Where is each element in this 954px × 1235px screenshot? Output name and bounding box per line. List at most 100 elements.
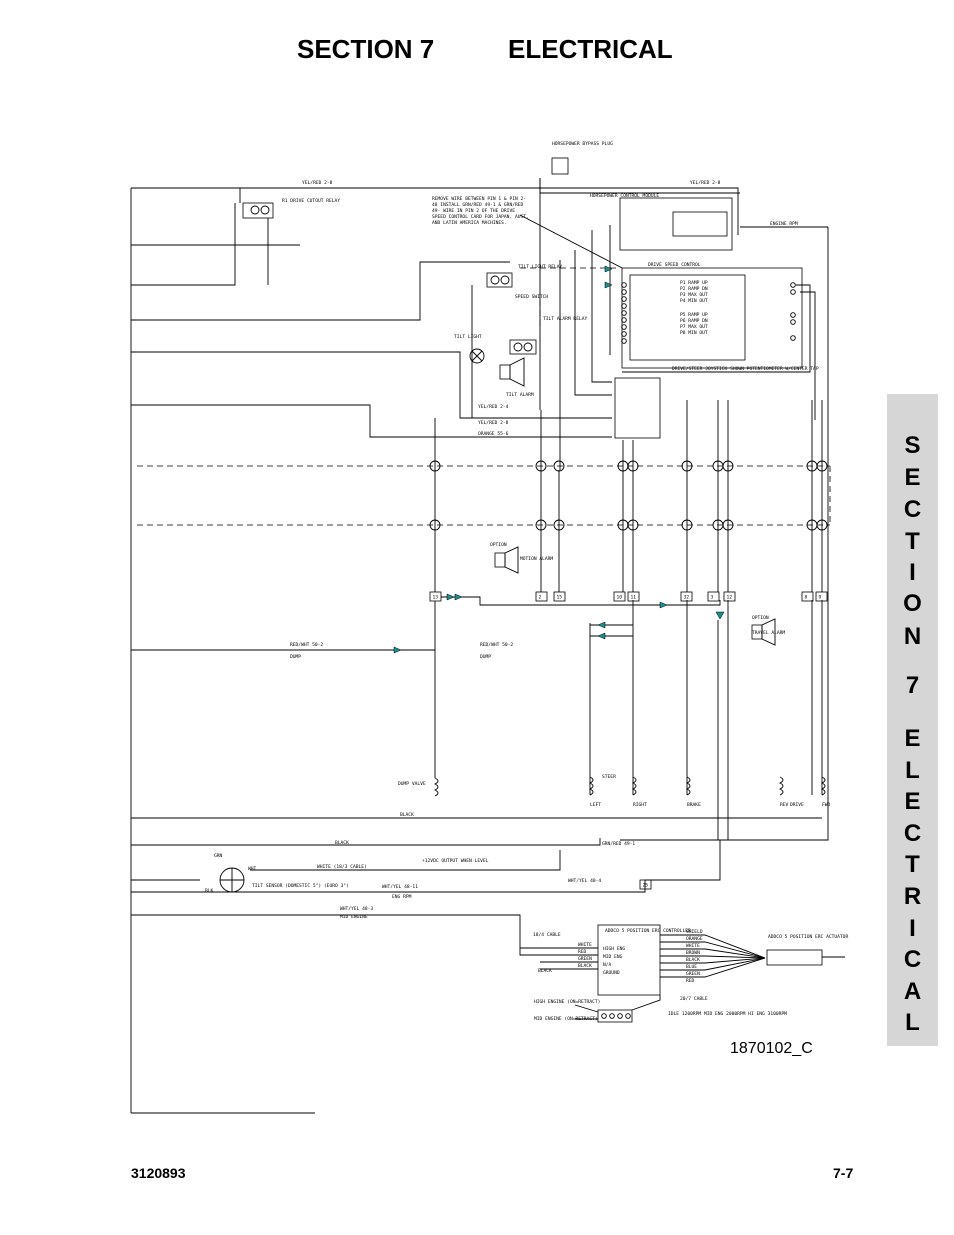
- connector-box: [801, 591, 814, 602]
- diode-6: [597, 632, 606, 640]
- connector-label: 12: [727, 595, 733, 601]
- travel-alarm: OPTION TRAVEL ALARM: [751, 615, 785, 646]
- section-title: ELECTRICAL: [508, 34, 673, 64]
- high-engine-label: HIGH ENGINE (ON=RETRACT): [534, 999, 600, 1005]
- wire-high-engine-sw: [574, 1004, 599, 1013]
- side-tab-letter: I: [909, 559, 916, 586]
- wire-592: [591, 230, 612, 383]
- svg-text:LEFT: LEFT: [590, 802, 601, 808]
- svg-text:WHITE: WHITE: [686, 943, 700, 949]
- wire-left-2: [131, 261, 510, 321]
- diode-1: [446, 593, 455, 601]
- wire-sw-ctrl: [631, 995, 661, 1011]
- svg-text:BLACK: BLACK: [686, 957, 700, 963]
- cable-184-label: 18/4 CABLE: [533, 932, 561, 938]
- svg-text:OPTION: OPTION: [490, 542, 507, 548]
- side-tab-letter: C: [903, 820, 922, 847]
- white-cable-label: WHITE (18/3 CABLE): [317, 864, 367, 870]
- connector-box: [627, 591, 640, 602]
- note-leader: [519, 214, 627, 271]
- side-tab-letter: 7: [905, 672, 920, 699]
- svg-text:R1 DRIVE CUTOUT RELAY: R1 DRIVE CUTOUT RELAY: [282, 198, 340, 204]
- wire-engine-rpm-down: [620, 227, 829, 841]
- connector-label: 15: [557, 595, 563, 601]
- motion-alarm: OPTION MOTION ALARM: [490, 542, 553, 574]
- note-line-3: 49- WIRE IN PIN 2 OF THE DRIVE: [432, 208, 515, 214]
- note-line-2: 48 INSTALL GRN/RED 49-1 & GRN/RED: [432, 202, 524, 208]
- svg-text:TILT ALARM RELAY: TILT ALARM RELAY: [543, 316, 587, 322]
- yel-red-24-label: YEL/RED 2-4: [478, 404, 509, 410]
- connector-label: 9: [819, 595, 822, 601]
- diode-4: [715, 611, 725, 620]
- connector-label: 32: [684, 595, 690, 601]
- orange-556-label: ORANGE 55-6: [478, 431, 509, 437]
- side-tab-letter: R: [903, 883, 922, 910]
- feedback-box: [672, 211, 728, 237]
- connector-box: [429, 591, 442, 602]
- svg-text:P3 MAX OUT: P3 MAX OUT: [680, 292, 708, 298]
- svg-text:TRAVEL ALARM: TRAVEL ALARM: [752, 630, 785, 636]
- connector-label: 11: [631, 595, 637, 601]
- svg-text:DRIVE: DRIVE: [790, 802, 804, 808]
- dump-label-2: DUMP: [480, 654, 491, 660]
- rpm-table: IDLE 1200RPM MID ENG 2000RPM HI ENG 3100…: [668, 1011, 787, 1017]
- svg-text:P1 RAMP UP: P1 RAMP UP: [680, 280, 708, 286]
- svg-text:BLK: BLK: [205, 888, 214, 894]
- connector-label: 8: [805, 595, 808, 601]
- svg-text:WHITE: WHITE: [578, 942, 592, 948]
- side-tab-letter: E: [904, 725, 921, 752]
- diode-2: [454, 593, 463, 601]
- wire-wht-yel-484: [645, 840, 721, 881]
- side-tab-letter: E: [904, 464, 921, 491]
- wire-575: [574, 250, 612, 396]
- side-tab-letter: C: [903, 946, 922, 973]
- joystick-block: [614, 377, 661, 439]
- diode-top-2: [604, 281, 613, 289]
- svg-text:BLACK: BLACK: [538, 968, 552, 974]
- svg-text:RED: RED: [578, 949, 587, 955]
- wht-yel-4811-label: WHT/YEL 48-11: [382, 884, 418, 890]
- tilt-alarm-relay: TILT ALARM RELAY: [509, 316, 587, 355]
- wire-black-2: [131, 838, 601, 846]
- side-tab-letter: A: [903, 978, 922, 1005]
- svg-text:RED: RED: [686, 978, 695, 984]
- connector-label: 3: [711, 595, 714, 601]
- svg-text:N/A: N/A: [603, 962, 612, 968]
- section-number: SECTION 7: [297, 34, 435, 64]
- drive-speed-pins: [621, 282, 796, 344]
- wire-diode-bus: [441, 596, 721, 606]
- svg-text:DUMP VALVE: DUMP VALVE: [398, 781, 426, 787]
- diode-5: [597, 621, 606, 629]
- engine-rpm-label: ENGINE RPM: [770, 221, 798, 227]
- svg-text:BROWN: BROWN: [686, 950, 700, 956]
- side-tab-letter: N: [903, 623, 922, 650]
- tilt-light-relay: TILT LIGHT RELAY: [486, 264, 562, 288]
- drive-speed-inner: [629, 274, 746, 361]
- svg-text:P5 RAMP UP: P5 RAMP UP: [680, 312, 708, 318]
- hp-module-label: HORSEPOWER CONTROL MODULE: [590, 193, 659, 199]
- connector-box: [680, 591, 693, 602]
- black-label-2: BLACK: [335, 840, 349, 846]
- connector-box: [707, 591, 720, 602]
- connector-box: [553, 591, 566, 602]
- brake-coil: BRAKE: [685, 776, 701, 808]
- wire-wht-yel-483: [131, 914, 560, 956]
- connector-label: 2: [539, 595, 542, 601]
- side-tab-letter: L: [905, 757, 920, 784]
- steer-coils: STEER LEFT RIGHT: [588, 774, 647, 808]
- diode-top-1: [604, 265, 613, 273]
- wire-dsc-right: [622, 284, 811, 373]
- speed-switch-label: SPEED SWITCH: [515, 294, 548, 300]
- svg-text:P7 MAX OUT: P7 MAX OUT: [680, 324, 708, 330]
- side-tab-letter: E: [904, 788, 921, 815]
- svg-text:TILT LIGHT: TILT LIGHT: [454, 334, 482, 340]
- side-tab-letter: L: [905, 1009, 920, 1036]
- svg-text:GRN: GRN: [214, 853, 223, 859]
- figure-reference: 1870102_C: [730, 1040, 813, 1057]
- addco-controller-label: ADDCO 5 POSITION ERC CONTROLLER: [605, 928, 691, 934]
- wht-yel-483-label: WHT/YEL 48-3: [340, 906, 373, 912]
- document-number: 3120893: [131, 1165, 186, 1181]
- actuator-fanout: SHIELD ORANGE WHITE BROWN BLACK BLUE GRE…: [660, 929, 766, 984]
